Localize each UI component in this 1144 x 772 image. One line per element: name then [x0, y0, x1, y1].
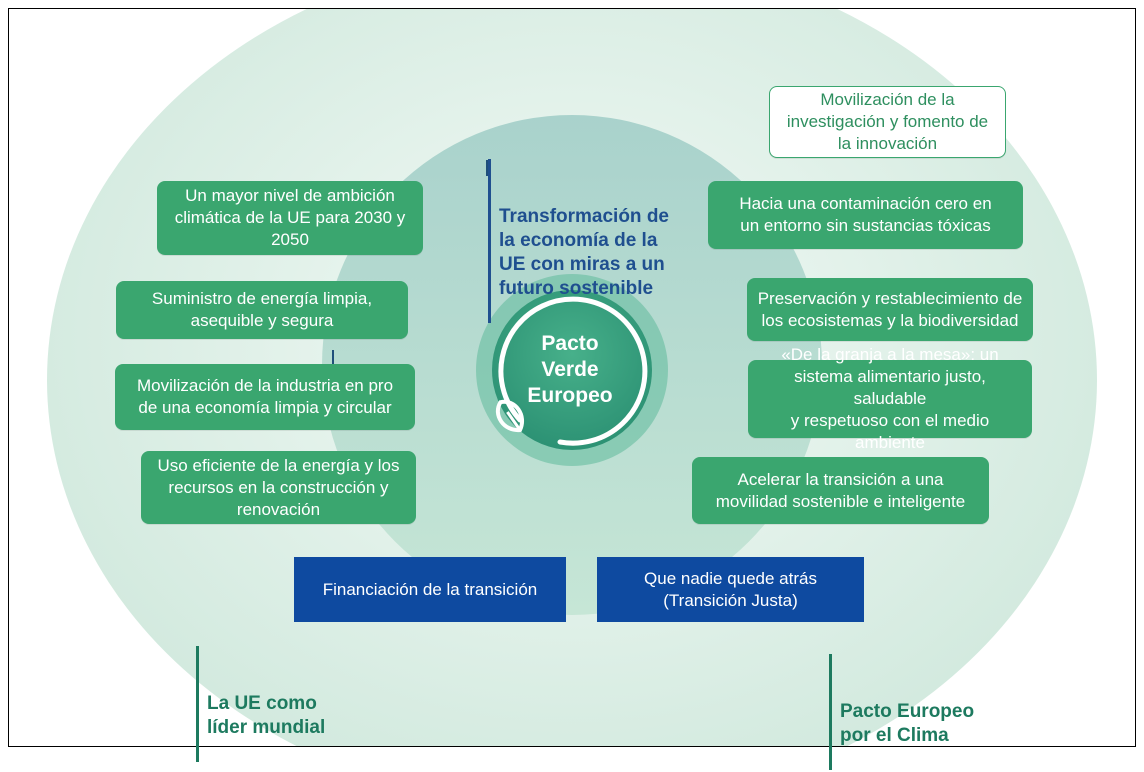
bottom-box-just-transition: Que nadie quede atrás (Transición Justa): [597, 557, 864, 622]
right-item-zero-pollution: Hacia una contaminación cero en un entor…: [708, 181, 1023, 249]
heading-climate-pact: Pacto Europeo por el Clima: [829, 652, 1019, 772]
center-title: Pacto Verde Europeo: [527, 332, 613, 407]
bottom-box-financing: Financiación de la transición: [294, 557, 566, 622]
right-item-ecosystems: Preservación y restablecimiento de los e…: [747, 278, 1033, 341]
heading-bar: [829, 654, 832, 770]
left-item-circular-industry: Movilización de la industria en pro de u…: [115, 364, 415, 430]
ring-ticks: [332, 160, 488, 364]
left-item-efficient-buildings: Uso eficiente de la energía y los recurs…: [141, 451, 416, 524]
right-item-research-innovation: Movilización de la investigación y fomen…: [769, 86, 1006, 158]
heading-bar: [196, 646, 199, 762]
leaf-icon: [495, 399, 524, 433]
left-item-climate-ambition: Un mayor nivel de ambición climática de …: [157, 181, 423, 255]
heading-eu-global-leader: La UE como líder mundial: [196, 644, 376, 764]
heading-bar: [488, 159, 491, 323]
center-ring-arc: [498, 296, 648, 446]
right-item-mobility: Acelerar la transición a una movilidad s…: [692, 457, 989, 524]
right-item-farm-to-fork: «De la granja a la mesa»: un sistema ali…: [748, 345, 1032, 452]
center-disc: [492, 290, 652, 450]
left-item-clean-energy: Suministro de energía limpia, asequible …: [116, 281, 408, 339]
diagram-canvas: Transformación de la economía de la UE c…: [8, 8, 1136, 770]
heading-transformation: Transformación de la economía de la UE c…: [488, 157, 728, 325]
